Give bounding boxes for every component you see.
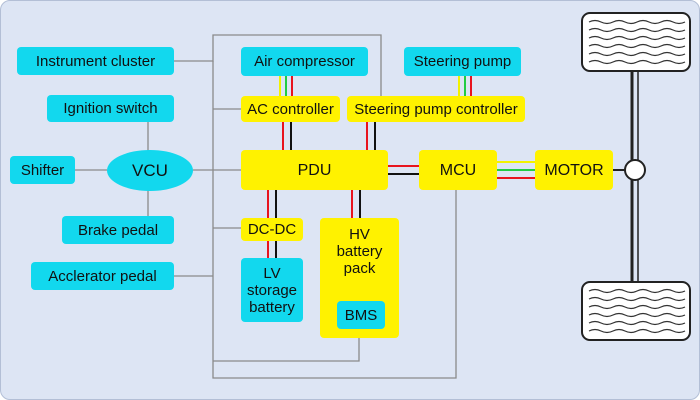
hv-wires — [267, 122, 419, 258]
accelerator-pedal-box: Acclerator pedal — [31, 262, 174, 290]
hv-battery-pack-label: HV battery pack — [336, 226, 383, 277]
bms-to-bus-line — [213, 338, 360, 362]
pdu-box: PDU — [241, 150, 388, 190]
differential-icon — [624, 159, 646, 181]
bus-line-left-bottom — [212, 61, 457, 379]
mcu-box: MCU — [419, 150, 497, 190]
ac-controller-box: AC controller — [241, 96, 340, 122]
bms-box: BMS — [337, 301, 385, 329]
signal-wires — [75, 34, 457, 379]
steering-pump-controller-box: Steering pump controller — [347, 96, 525, 122]
lv-storage-battery-box: LV storage battery — [241, 258, 303, 322]
instrument-cluster-box: Instrument cluster — [17, 47, 174, 75]
ignition-switch-box: Ignition switch — [47, 95, 174, 122]
drivetrain — [605, 70, 646, 285]
shifter-box: Shifter — [10, 156, 75, 184]
wheel-bottom-icon — [581, 281, 691, 341]
dc-dc-box: DC-DC — [241, 218, 303, 241]
vcu-node: VCU — [107, 150, 193, 191]
three-phase-wires — [279, 76, 535, 179]
air-compressor-box: Air compressor — [241, 47, 368, 76]
bus-line-top — [174, 34, 382, 97]
motor-box: MOTOR — [535, 150, 613, 190]
wheel-top-icon — [581, 12, 691, 72]
steering-pump-box: Steering pump — [404, 47, 521, 76]
brake-pedal-box: Brake pedal — [62, 216, 174, 244]
